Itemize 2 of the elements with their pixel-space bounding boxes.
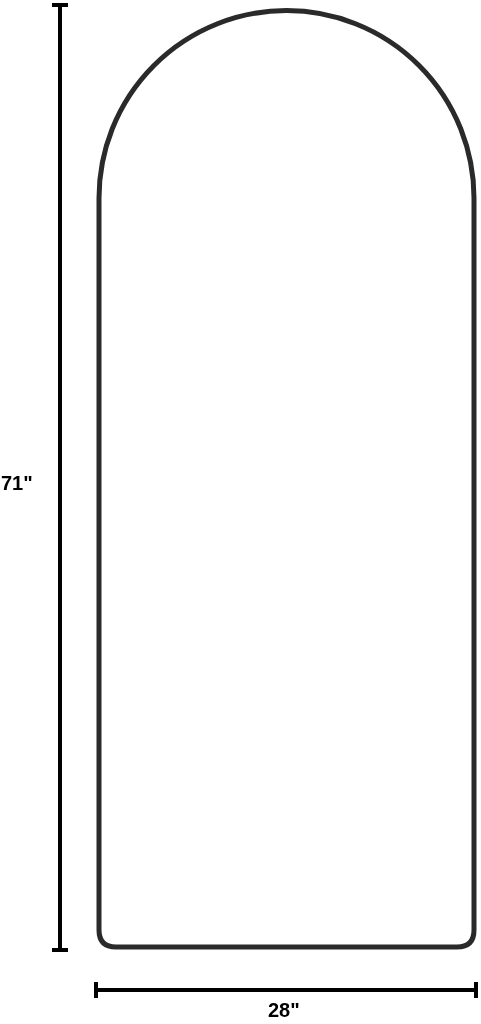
dimension-label: 71" [1, 473, 33, 493]
dimension-label: 28" [268, 1000, 300, 1020]
